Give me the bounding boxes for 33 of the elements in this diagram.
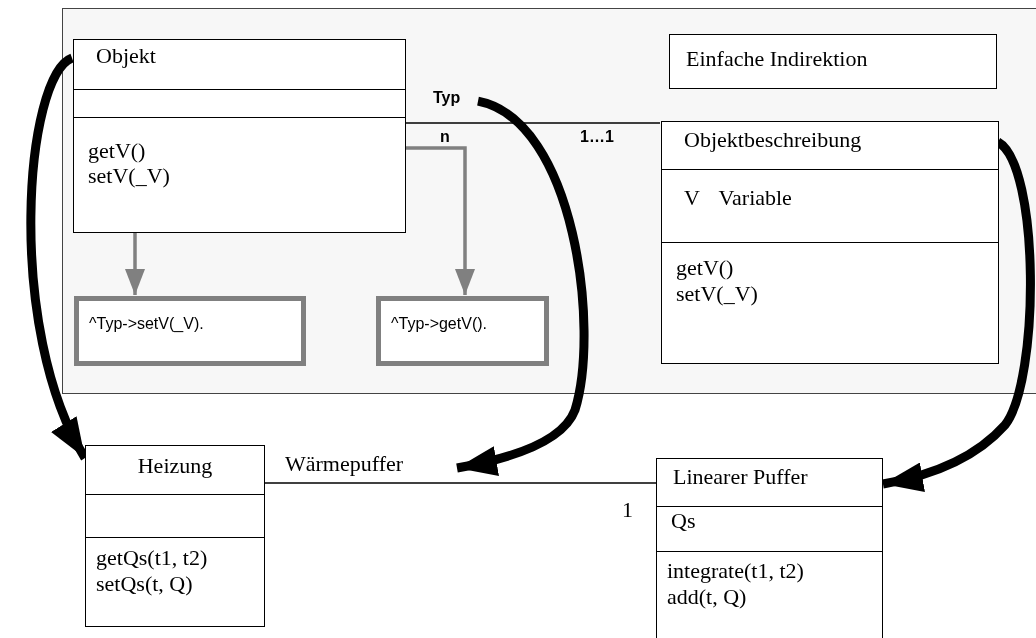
attribute-text: V Variable (684, 186, 792, 210)
arrow (456, 97, 589, 476)
multiplicity-label: n (440, 128, 450, 146)
class-box (661, 121, 999, 364)
arrow (125, 232, 145, 295)
note-box: ^Typ->getV(). (376, 296, 549, 366)
class-name: Linearer Puffer (673, 465, 808, 489)
class-name: Heizung (136, 454, 214, 478)
method-text: setQs(t, Q) (96, 572, 193, 596)
pattern-frame (62, 8, 1036, 394)
class-name: Objekt (96, 44, 156, 68)
arrow (882, 138, 1035, 492)
class-box (73, 39, 406, 233)
method-text: add(t, Q) (667, 585, 747, 609)
attribute-text: Qs (671, 509, 696, 533)
method-text: getV() (676, 256, 734, 280)
note-box: ^Typ->setV(_V). (74, 296, 306, 366)
method-text: getV() (88, 139, 146, 163)
method-text: getQs(t1, t2) (96, 546, 208, 570)
multiplicity-label: 1…1 (580, 128, 614, 146)
association-line (264, 482, 657, 484)
multiplicity-label: 1 (622, 498, 633, 522)
class-box (85, 445, 265, 627)
method-text: setV(_V) (676, 282, 758, 306)
role-label: Typ (433, 89, 479, 111)
class-name: Objektbeschreibung (684, 128, 862, 152)
class-box (656, 458, 883, 638)
arrow (405, 146, 475, 295)
association-name: Wärmepuffer (285, 452, 457, 480)
pattern-title-box: Einfache Indirektion (669, 34, 997, 89)
association-line (404, 122, 661, 124)
method-text: integrate(t1, t2) (667, 559, 804, 583)
method-text: setV(_V) (88, 164, 170, 188)
